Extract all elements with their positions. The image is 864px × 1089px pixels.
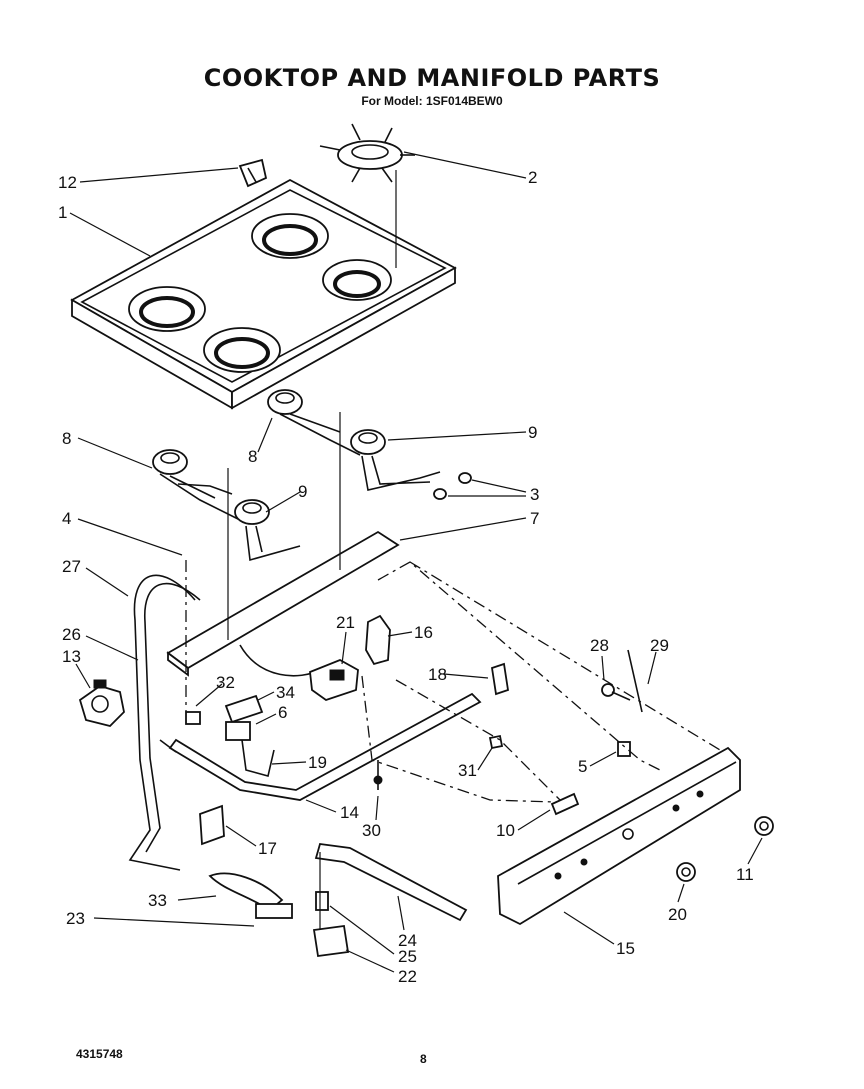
callout-labels: 12 1 2 8 8 9 9 3 4 7 27 21 16 26 13 28 2… [58,168,754,986]
gas-valve [309,614,391,701]
callout-14: 14 [340,803,359,822]
callout-30: 30 [362,821,381,840]
callout-34: 34 [276,683,295,702]
callout-1: 1 [58,203,67,222]
left-burner-assembly [152,449,301,562]
callout-9-right: 9 [528,423,537,442]
burner-spreader [319,123,415,268]
pressure-regulator [78,679,125,727]
oven-burner [208,843,468,958]
callout-8-right: 8 [248,447,257,466]
callout-24: 24 [398,931,417,950]
small-parts [199,649,774,882]
callout-4: 4 [62,509,71,528]
callout-28: 28 [590,636,609,655]
callout-9-left: 9 [298,482,307,501]
callout-8-left: 8 [62,429,71,448]
callout-32: 32 [216,673,235,692]
callout-15: 15 [616,939,635,958]
switch-bracket [490,662,510,696]
callout-18: 18 [428,665,447,684]
page-number: 8 [420,1052,427,1066]
callout-22: 22 [398,967,417,986]
document-number: 4315748 [76,1047,123,1061]
hinge-clip [238,158,268,188]
callout-31: 31 [458,761,477,780]
callout-20: 20 [668,905,687,924]
callout-2: 2 [528,168,537,187]
callout-11: 11 [736,865,754,884]
page-title: COOKTOP AND MANIFOLD PARTS [203,64,661,92]
callout-7: 7 [530,509,539,528]
callout-19: 19 [308,753,327,772]
spark-module [185,694,275,777]
callout-17: 17 [258,839,277,858]
manifold-pipe [159,692,482,801]
callout-25: 25 [398,947,417,966]
callout-6: 6 [278,703,287,722]
alignment-lines [185,560,721,803]
model-subtitle: For Model: 1SF014BEW0 [361,94,503,108]
cooktop-panel [70,178,457,410]
callout-21: 21 [336,613,355,632]
control-panel [497,746,741,926]
callout-27: 27 [62,557,81,576]
leader-lines [69,151,763,973]
callout-12: 12 [58,173,77,192]
callout-10: 10 [496,821,515,840]
callout-33: 33 [148,891,167,910]
callout-5: 5 [578,757,587,776]
callout-23: 23 [66,909,85,928]
callout-26: 26 [62,625,81,644]
callout-16: 16 [414,623,433,642]
callout-3: 3 [530,485,539,504]
callout-13: 13 [62,647,81,666]
callout-29: 29 [650,636,669,655]
burner-bracket [166,412,400,677]
right-burner-assembly [267,389,472,500]
